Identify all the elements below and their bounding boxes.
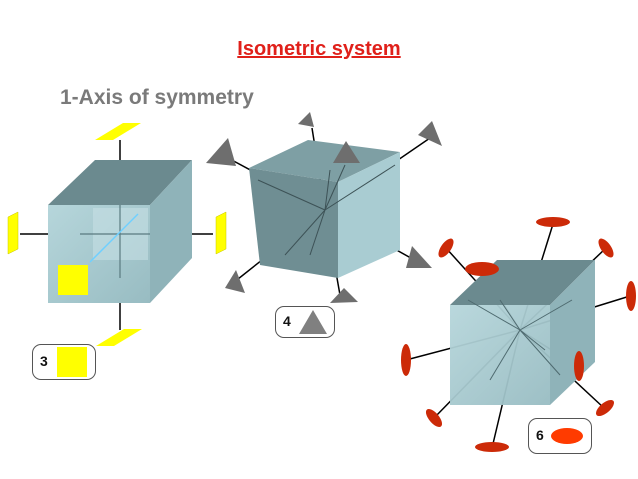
badge-threefold: 3 bbox=[32, 344, 96, 380]
square-marker-top bbox=[95, 123, 141, 140]
section-heading: 1-Axis of symmetry bbox=[60, 86, 254, 109]
cube-top-face bbox=[249, 140, 400, 182]
triangle-marker bbox=[418, 121, 442, 146]
badge-number: 3 bbox=[40, 353, 48, 369]
triangle-marker bbox=[206, 138, 236, 166]
badge-number: 4 bbox=[283, 313, 291, 329]
triangle-marker bbox=[330, 288, 358, 303]
ellipse-marker bbox=[475, 442, 509, 452]
badge-number: 6 bbox=[536, 427, 544, 443]
cube-fourfold-axes bbox=[7, 123, 227, 346]
triangle-marker bbox=[406, 246, 432, 268]
badge-fourfold: 4 bbox=[275, 306, 335, 338]
cube-top-face bbox=[48, 160, 192, 205]
triangle-marker bbox=[225, 270, 245, 293]
square-icon bbox=[57, 347, 87, 377]
ellipse-marker bbox=[626, 281, 636, 311]
ellipse-icon bbox=[551, 428, 583, 444]
ellipse-marker bbox=[425, 408, 443, 428]
ellipse-marker bbox=[536, 217, 570, 227]
cube-twofold-axes bbox=[401, 217, 636, 452]
ellipse-marker bbox=[401, 344, 411, 376]
triangle-icon bbox=[299, 310, 327, 334]
diagram-title: Isometric system bbox=[237, 38, 401, 60]
square-marker-front bbox=[58, 265, 88, 295]
ellipse-marker bbox=[595, 399, 615, 417]
ellipse-marker bbox=[598, 238, 614, 258]
square-marker-left bbox=[7, 211, 19, 255]
square-marker-right bbox=[215, 211, 227, 255]
ellipse-marker bbox=[465, 262, 499, 276]
ellipse-marker bbox=[438, 238, 454, 258]
cube-side-face bbox=[338, 152, 400, 278]
cube-front-face bbox=[249, 168, 338, 278]
cube-side-face bbox=[150, 160, 192, 303]
triangle-marker bbox=[333, 141, 360, 163]
badge-sixfold: 6 bbox=[528, 418, 592, 454]
square-marker-bottom bbox=[96, 329, 142, 346]
cube-front-face bbox=[450, 305, 550, 405]
cube-threefold-axes bbox=[206, 112, 442, 303]
ellipse-marker bbox=[574, 351, 584, 381]
triangle-marker bbox=[298, 112, 314, 127]
